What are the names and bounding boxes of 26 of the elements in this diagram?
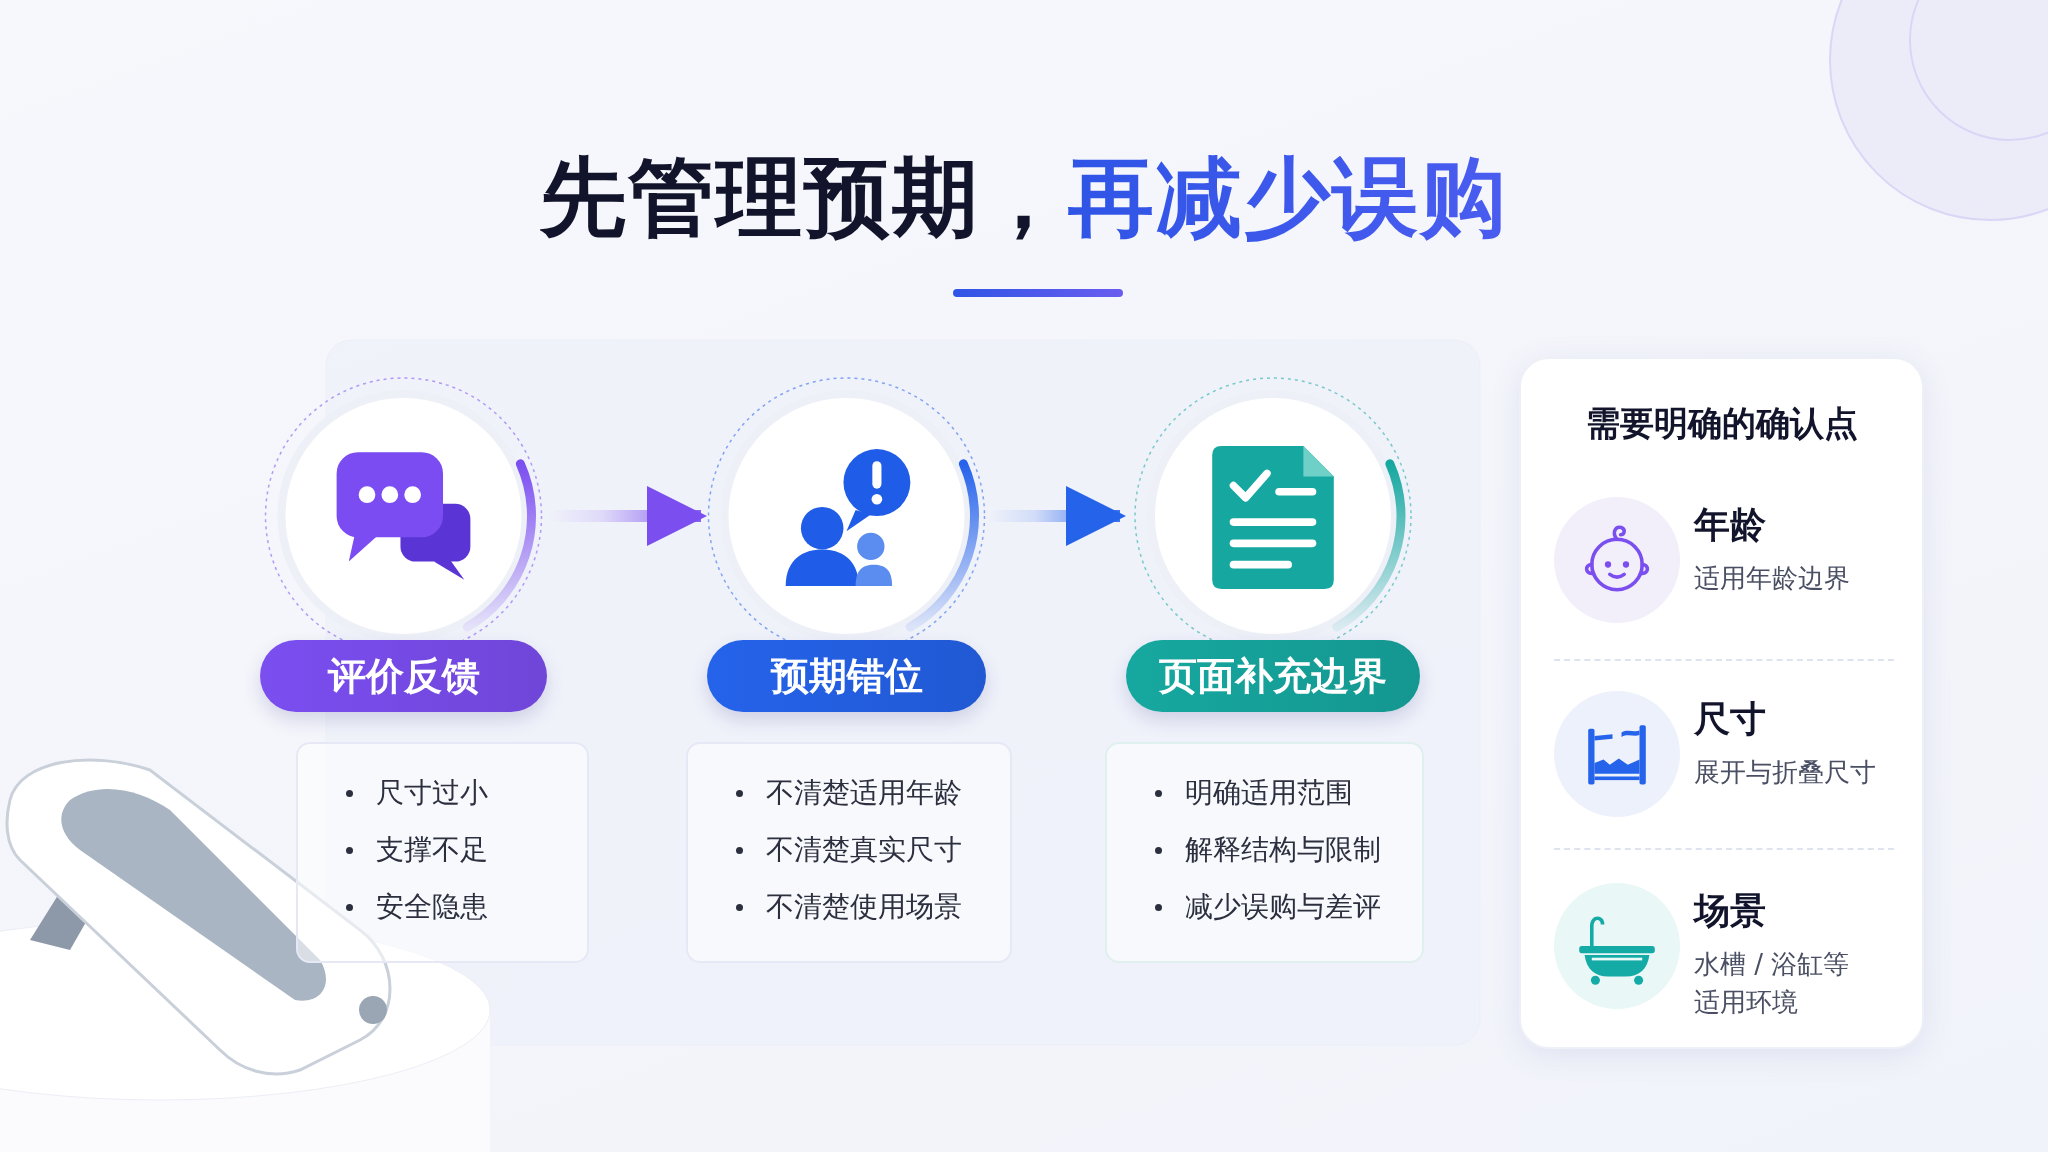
stage-label: 页面补充边界 (1126, 640, 1420, 712)
item-title: 尺寸 (1694, 697, 1766, 741)
bullet-card (1105, 742, 1424, 963)
process-stage (1126, 376, 1420, 712)
list-item: 尺寸过小 (346, 775, 488, 811)
list-item: 解释结构与限制 (1155, 832, 1381, 868)
panel-heading: 需要明确的确认点 (1584, 402, 1859, 445)
item-title: 场景 (1694, 889, 1766, 933)
stage-label: 评价反馈 (260, 640, 547, 712)
process-stage (260, 376, 547, 712)
process-stage (707, 376, 986, 712)
list-item: 不清楚真实尺寸 (736, 832, 962, 868)
item-description: 水槽 / 浴缸等适用环境 (1694, 948, 1851, 1019)
stage-label: 预期错位 (707, 640, 986, 712)
checklist-panel (1519, 357, 1924, 1049)
item-title: 年龄 (1694, 503, 1766, 547)
bullet-card (296, 742, 589, 963)
list-item: 不清楚适用年龄 (736, 775, 962, 811)
list-item: 明确适用范围 (1155, 775, 1353, 811)
item-description: 展开与折叠尺寸 (1694, 756, 1877, 789)
list-item: 不清楚使用场景 (736, 889, 962, 925)
list-item: 减少误购与差评 (1155, 889, 1381, 925)
bullet-card (686, 742, 1012, 963)
item-description: 适用年龄边界 (1694, 562, 1851, 595)
list-item: 安全隐患 (346, 889, 488, 925)
list-item: 支撑不足 (346, 832, 488, 868)
